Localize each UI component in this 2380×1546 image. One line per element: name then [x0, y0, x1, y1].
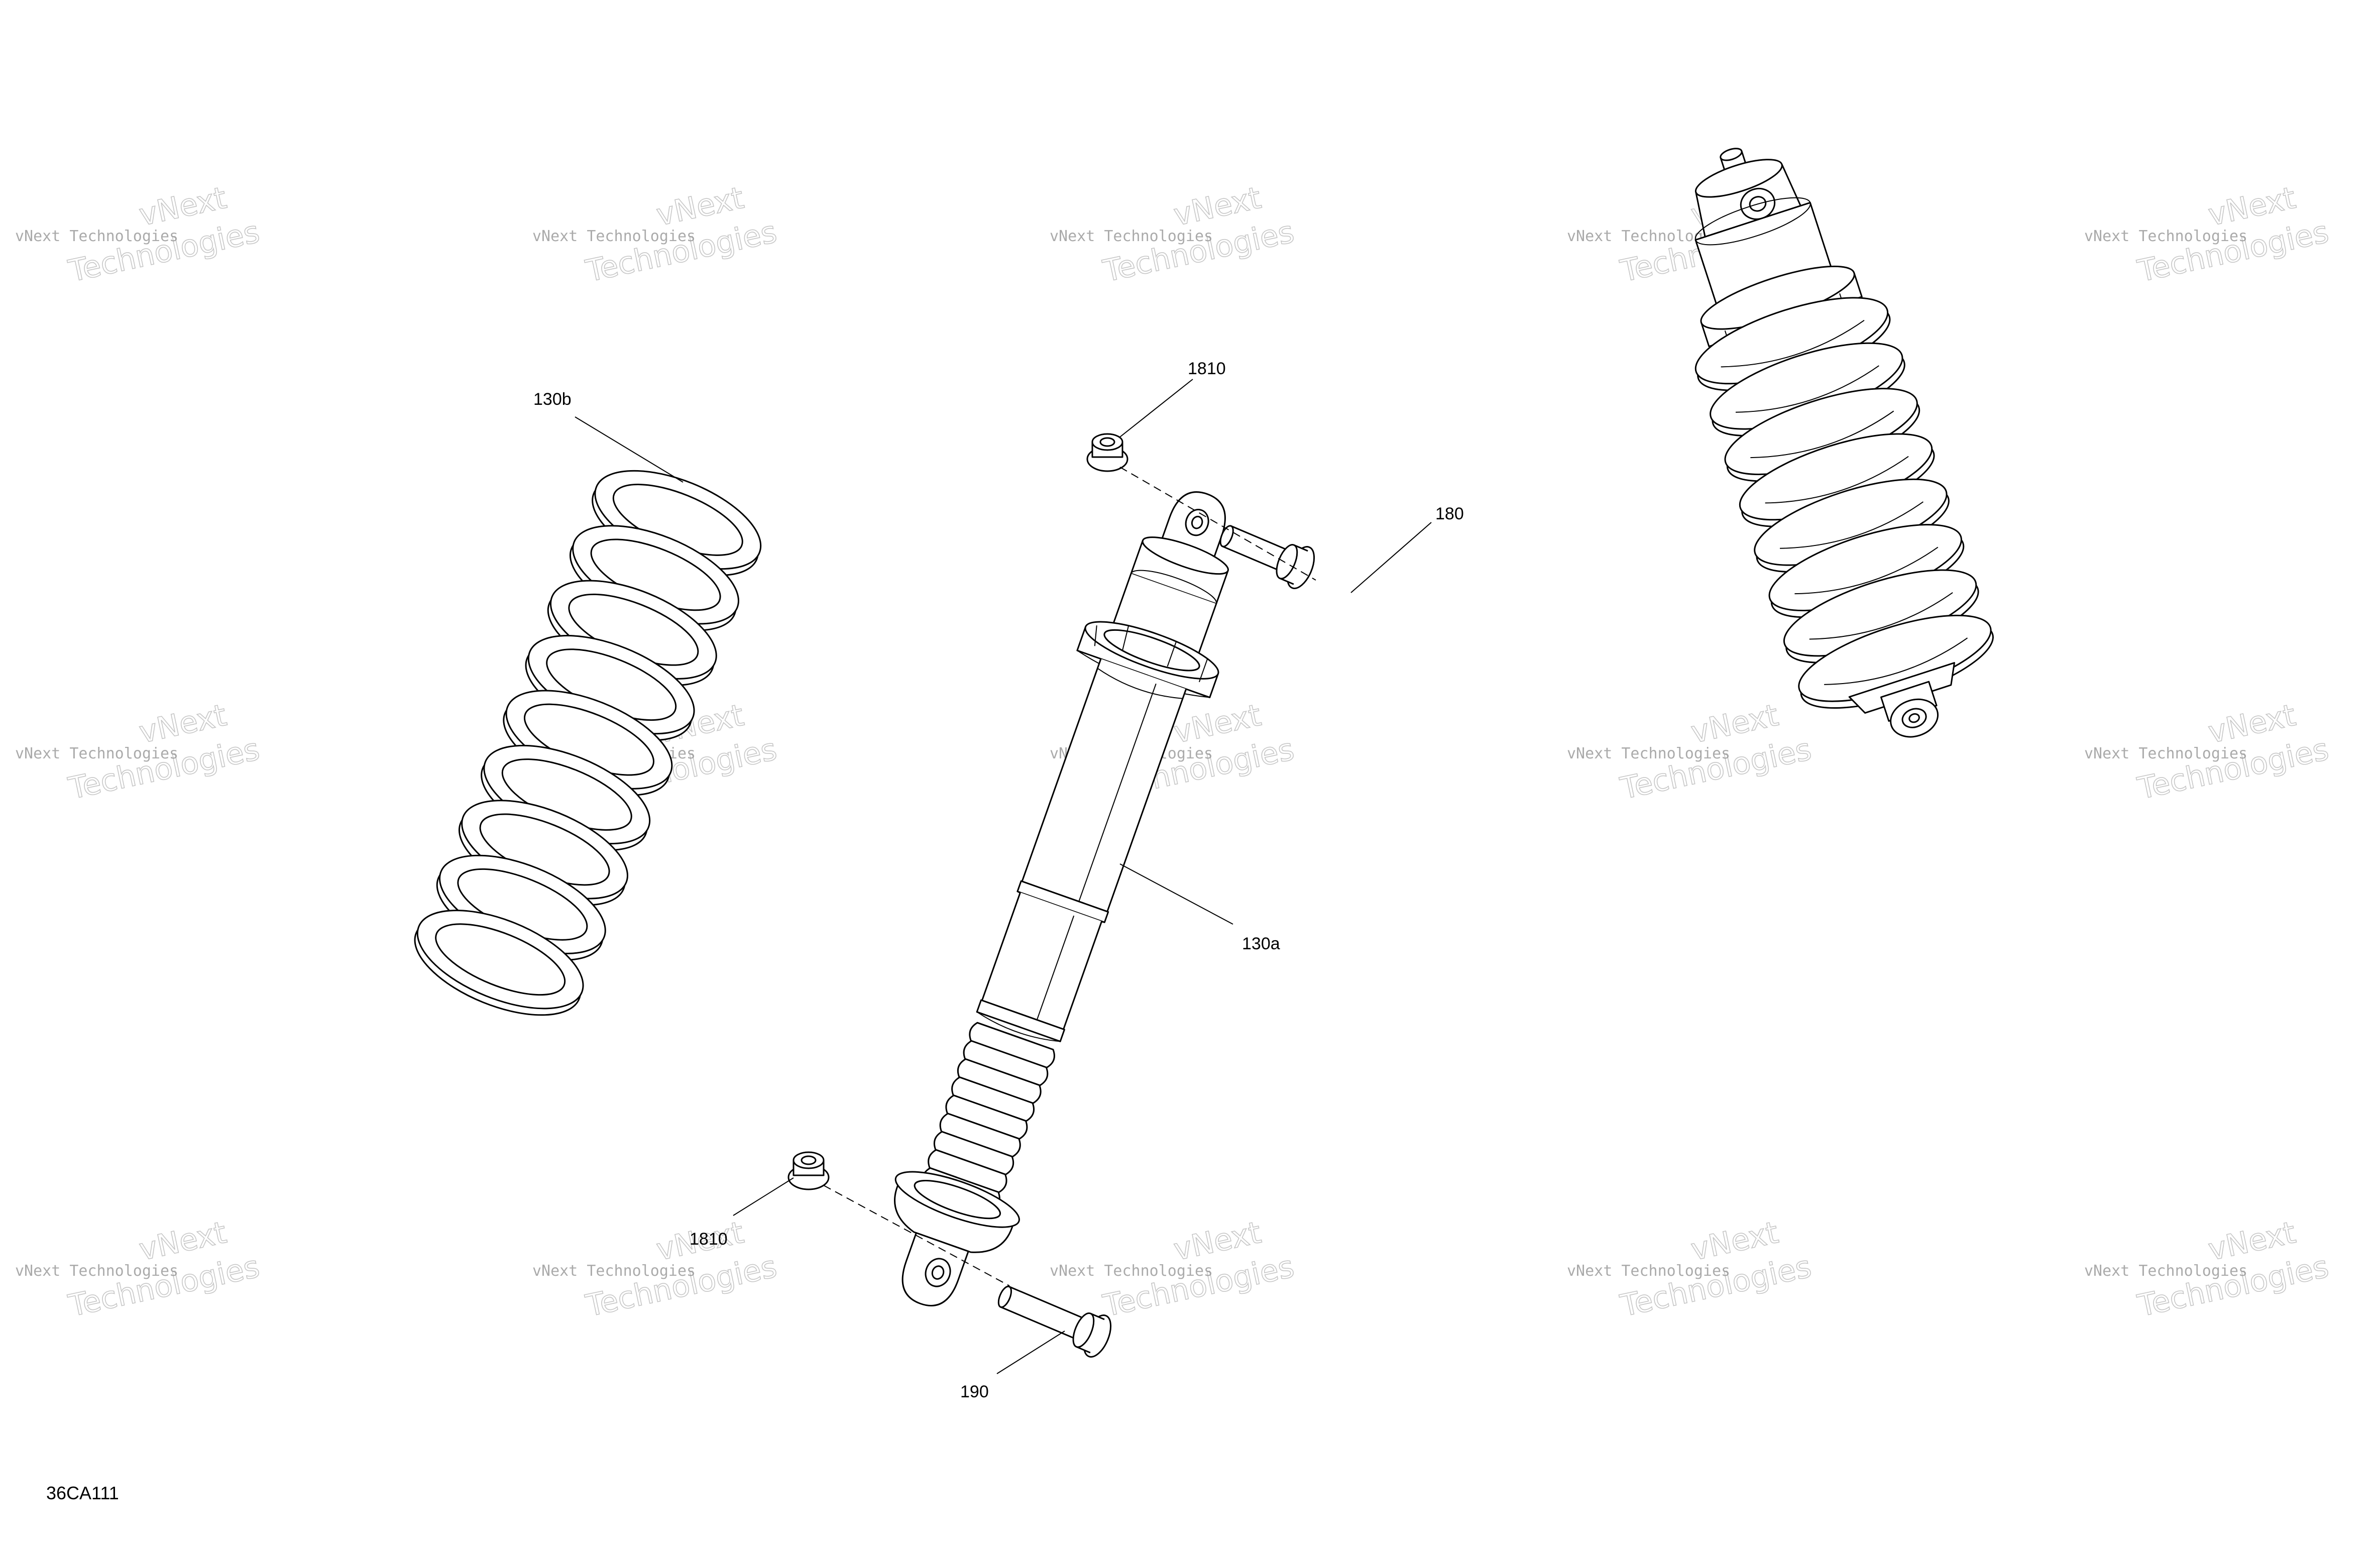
watermark-text: vNext Technologies	[532, 1262, 696, 1280]
callout-130b: 130b	[533, 390, 572, 409]
watermark-text: vNext Technologies	[2084, 1262, 2247, 1280]
watermark-text: vNext Technologies	[1050, 228, 1213, 245]
assembly-line-bottom	[823, 1185, 1010, 1286]
watermark-text: vNext Technologies	[2084, 745, 2247, 762]
assembly-line-top	[1119, 467, 1316, 581]
assembled-spring	[1694, 297, 1994, 714]
watermark-text: vNext Technologies	[1050, 1262, 1213, 1280]
assembled-shock-view	[1694, 148, 1994, 738]
bolt-bottom	[997, 1285, 1112, 1358]
watermark-text: vNext Technologies	[532, 228, 696, 245]
watermark-text: vNext Technologies	[15, 1262, 178, 1280]
callout-190: 190	[960, 1382, 989, 1401]
watermark-text: vNext Technologies	[2084, 228, 2247, 245]
watermark-text: vNext Technologies	[1567, 1262, 1730, 1280]
callout-130a: 130a	[1242, 934, 1280, 953]
flange-nut-top	[1086, 433, 1128, 472]
watermark-text: vNext Technologies	[15, 228, 178, 245]
leader-130a	[1119, 863, 1233, 925]
leader-1810-bottom	[733, 1177, 794, 1216]
leader-180	[1350, 522, 1432, 593]
leader-190	[996, 1331, 1065, 1374]
leader-1810-top	[1119, 379, 1193, 437]
callout-180: 180	[1435, 504, 1464, 523]
drawing-code: 36CA111	[46, 1483, 119, 1503]
leader-130b	[575, 416, 684, 483]
shock-absorber	[894, 491, 1229, 1306]
coil-spring	[414, 470, 762, 1016]
flange-nut-bottom	[787, 1151, 830, 1190]
watermark-text: vNext Technologies	[15, 745, 178, 762]
bolt-top	[1219, 525, 1315, 589]
callout-1810-bottom: 1810	[690, 1230, 728, 1249]
callout-1810-top: 1810	[1188, 359, 1226, 378]
watermark-text: vNext Technologies	[1567, 745, 1730, 762]
